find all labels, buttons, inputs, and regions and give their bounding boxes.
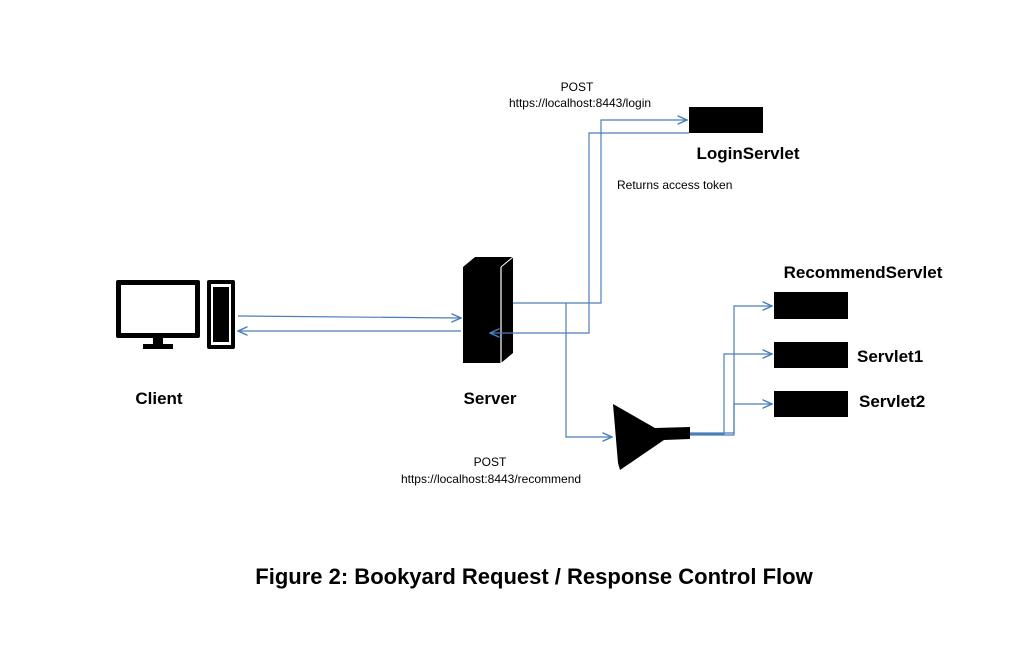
client-label: Client: [135, 389, 183, 408]
server-tower-icon: [463, 256, 514, 363]
login-request-arrow: [513, 120, 687, 304]
client-to-server-arrow: [237, 316, 461, 318]
server-label: Server: [464, 389, 517, 408]
servlet2-label: Servlet2: [859, 392, 925, 411]
servlet1-label: Servlet1: [857, 347, 923, 366]
recommend-method-label: POST: [474, 455, 507, 469]
funnel-to-servlet1-arrow: [690, 354, 772, 435]
figure-caption: Figure 2: Bookyard Request / Response Co…: [255, 564, 813, 589]
login-servlet-label: LoginServlet: [697, 144, 800, 163]
funnel-to-recommend-arrow: [690, 306, 772, 434]
desktop-computer-icon: [116, 280, 235, 349]
login-url-label: https://localhost:8443/login: [509, 96, 651, 110]
servlet2-box: [774, 391, 848, 417]
login-method-label: POST: [561, 80, 594, 94]
recommend-request-arrow: [565, 303, 612, 437]
funnel-icon: [613, 404, 690, 470]
recommend-servlet-label: RecommendServlet: [784, 263, 943, 282]
login-servlet-box: [689, 107, 763, 133]
recommend-servlet-box: [774, 292, 848, 319]
token-return-label: Returns access token: [617, 178, 732, 192]
funnel-to-servlet2-arrow: [690, 404, 772, 436]
servlet1-box: [774, 342, 848, 368]
recommend-url-label: https://localhost:8443/recommend: [401, 472, 581, 486]
token-return-arrow: [490, 132, 689, 333]
